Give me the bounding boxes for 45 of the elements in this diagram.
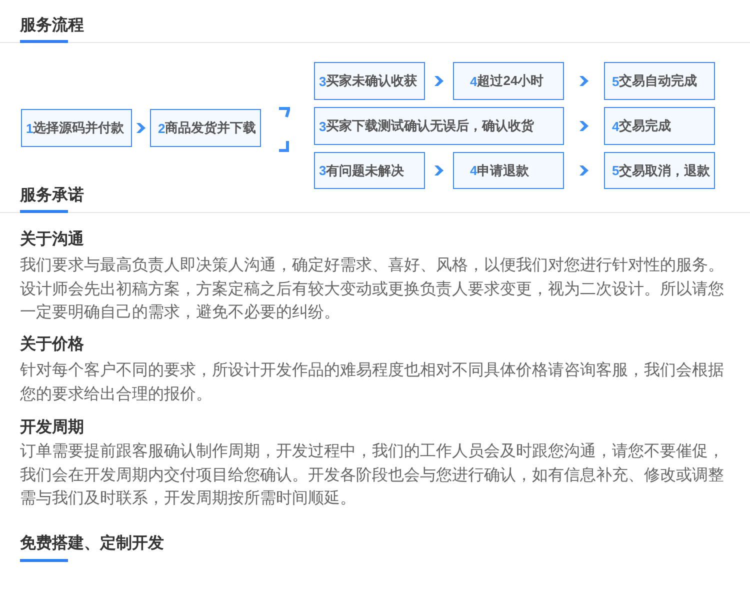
- process-box: [314, 62, 425, 100]
- process-box: [21, 109, 132, 147]
- step-label: 超过24小时: [477, 72, 544, 90]
- step-label: 申请退款: [477, 162, 530, 180]
- step-number: 4: [470, 163, 478, 178]
- chevron-arrow: [434, 76, 444, 86]
- chevron-arrow: [580, 121, 588, 131]
- step-number: 3: [319, 118, 326, 134]
- section-heading: 服务流程: [20, 15, 84, 36]
- chevron-arrow: [136, 123, 146, 133]
- chevron-arrow: [580, 166, 588, 176]
- step-number: 3: [319, 74, 326, 88]
- process-box: [604, 107, 715, 145]
- section-heading: 服务承诺: [20, 186, 84, 206]
- process-box: [604, 152, 715, 189]
- step-label: 交易完成: [619, 117, 672, 135]
- process-box: [314, 152, 425, 189]
- chevron-arrow: [434, 166, 444, 176]
- process-box: [604, 62, 715, 100]
- process-box: [314, 107, 564, 145]
- subheading: 开发周期: [20, 418, 84, 438]
- step-number: 4: [470, 74, 478, 88]
- step-label: 选择源码并付款: [33, 119, 124, 137]
- paragraph: 订单需要提前跟客服确认制作周期，开发过程中，我们的工作人员会及时跟您沟通，请您不要催促，我们会在开发周期内交付项目给您确认。开发各阶段也会与您进行确认，如有信息补充、修改或调整需与我们及时联系，开发周期按所需时间顺延。: [20, 442, 725, 509]
- step-label: 交易自动完成: [619, 72, 698, 90]
- step-number: 4: [612, 118, 620, 134]
- subheading: 关于沟通: [20, 229, 84, 250]
- step-label: 买家未确认收获: [326, 72, 418, 90]
- process-box: [453, 152, 564, 189]
- step-number: 1: [26, 120, 34, 136]
- step-label: 买家下载测试确认无误后，确认收货: [326, 117, 534, 135]
- chevron-arrow: [580, 76, 588, 86]
- subheading: 关于价格: [20, 334, 84, 355]
- process-box: [150, 109, 261, 147]
- step-number: 2: [158, 120, 166, 136]
- step-label: 商品发货并下载: [165, 119, 256, 137]
- step-number: 5: [612, 74, 620, 88]
- process-box: [453, 62, 564, 100]
- step-number: 5: [612, 163, 620, 178]
- paragraph: 针对每个客户不同的要求，所设计开发作品的难易程度也相对不同具体价格请咨询客服，我们会根据您的要求给出合理的报价。: [20, 360, 725, 404]
- paragraph: 我们要求与最高负责人即决策人沟通，确定好需求、喜好、风格，以便我们对您进行针对性的服务。设计师会先出初稿方案，方案定稿之后有较大变动或更换负责人要求变更，视为二次设计。所以请您一定要明确自己的需求，避免不必要的纠纷。: [20, 256, 725, 323]
- step-number: 3: [319, 163, 326, 178]
- step-label: 有问题未解决: [326, 162, 404, 180]
- section-heading: 免费搭建、定制开发: [20, 533, 164, 554]
- step-label: 交易取消，退款: [619, 162, 710, 180]
